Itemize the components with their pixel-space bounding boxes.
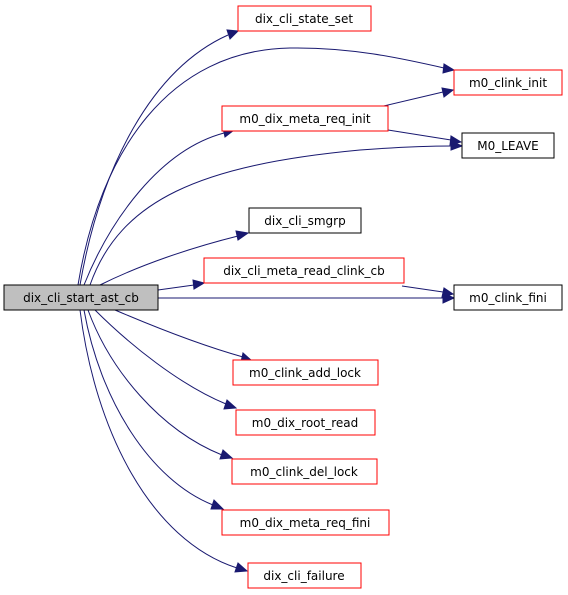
node-label: m0_dix_meta_req_fini [240,516,371,530]
node-label: dix_cli_failure [263,569,344,583]
edge-arrowhead [226,29,240,40]
node-label: dix_cli_smgrp [264,214,345,228]
edge-root-to-meta-req-fini [83,309,214,506]
node-m0-clink-init[interactable]: m0_clink_init [453,69,563,96]
node-dix-cli-meta-read-clink-cb[interactable]: dix_cli_meta_read_clink_cb [203,257,405,284]
edge-arrowhead [442,63,456,74]
edge-root-to-root-read [94,309,227,405]
node-label: dix_cli_state_set [255,12,353,26]
edge-root-to-leave [89,145,453,286]
edge-root-to-clink-init [77,47,445,286]
node-root[interactable]: dix_cli_start_ast_cb [3,284,159,311]
edge-arrowhead [441,287,455,298]
node-m0-clink-add-lock[interactable]: m0_clink_add_lock [232,359,379,386]
node-label: m0_dix_root_read [252,416,358,430]
edge-arrowhead [441,87,455,98]
edge-arrowhead [192,279,206,290]
edge-meta-req-init-to-clink-init [374,91,444,109]
edge-root-to-clink-del-lock [87,309,223,456]
node-m0-dix-meta-req-init[interactable]: m0_dix_meta_req_init [221,105,389,132]
edge-root-to-meta-read-clink-cb [157,284,195,291]
node-label: m0_clink_fini [469,291,547,305]
node-dix-cli-failure[interactable]: dix_cli_failure [247,562,362,589]
node-dix-cli-smgrp[interactable]: dix_cli_smgrp [248,207,362,234]
edge-root-to-failure [79,309,238,569]
edge-arrowhead [219,449,234,460]
node-m0-clink-del-lock[interactable]: m0_clink_del_lock [231,458,378,485]
edge-meta-read-clink-cb-to-clink-fini [401,285,444,293]
node-m0-clink-fini[interactable]: m0_clink_fini [453,284,563,311]
edges [77,29,464,573]
node-m0-dix-meta-req-fini[interactable]: m0_dix_meta_req_fini [221,509,390,536]
edge-arrowhead [449,135,463,146]
node-label: m0_dix_meta_req_init [239,112,370,126]
edge-root-to-clink-add-lock [114,309,244,358]
edge-arrowhead [223,399,238,410]
node-label: dix_cli_meta_read_clink_cb [223,264,385,278]
node-label: M0_LEAVE [477,139,539,153]
node-label: m0_clink_del_lock [250,465,358,479]
edge-arrowhead [234,562,249,573]
edge-arrowhead [235,230,250,241]
edge-root-to-meta-req-init [83,132,225,286]
node-label: m0_clink_init [469,76,547,90]
edge-meta-req-init-to-leave [387,129,452,141]
edge-root-to-state-set [79,34,229,286]
edge-arrowhead [210,499,225,510]
edge-root-to-smgrp [99,235,239,286]
node-label: m0_clink_add_lock [249,366,361,380]
node-m0-dix-root-read[interactable]: m0_dix_root_read [235,409,376,436]
node-dix-cli-state-set[interactable]: dix_cli_state_set [237,5,372,32]
node-label: dix_cli_start_ast_cb [23,291,139,305]
node-m0-leave[interactable]: M0_LEAVE [461,132,555,159]
